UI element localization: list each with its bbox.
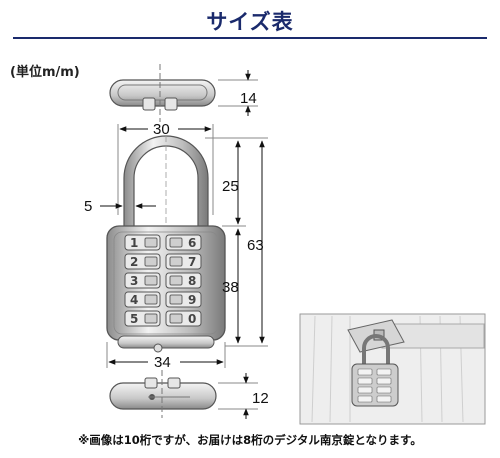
dim-overall-height: 63 [247,237,264,254]
keypad-key: 3 [124,272,161,289]
keypad-key: 4 [124,291,161,308]
dim-body-height: 38 [222,279,239,296]
dim-shackle-diameter: 5 [84,198,92,215]
dim-shackle-height: 25 [222,178,239,195]
svg-text:1: 1 [130,236,138,250]
keypad-key: 8 [165,272,202,289]
svg-text:3: 3 [130,274,138,288]
title-underline [13,37,487,39]
svg-text:4: 4 [130,293,138,307]
dim-bottom-width: 34 [154,354,171,371]
dim-bottom-depth: 12 [252,390,269,407]
keypad-key: 1 [124,234,161,251]
dim-top-depth: 14 [240,90,257,107]
svg-text:6: 6 [188,236,196,250]
page-title: サイズ表 [206,10,294,34]
footnote: ※画像は10桁ですが、お届けは8桁のデジタル南京錠となります。 [78,433,422,447]
svg-text:2: 2 [130,255,138,269]
keypad: 1 6 2 7 3 8 4 [124,234,202,327]
top-view [109,64,258,122]
svg-text:5: 5 [130,312,138,326]
shackle [123,135,209,229]
svg-text:0: 0 [188,312,196,326]
bottom-view [109,370,258,419]
svg-text:8: 8 [188,274,196,288]
vertical-dimension-lines [205,137,268,347]
keypad-key: 2 [124,253,161,270]
keypad-key: 6 [165,234,202,251]
keypad-key: 9 [165,291,202,308]
keypad-key: 5 [124,310,161,327]
unit-label: (単位m/m) [10,65,80,80]
keypad-key: 7 [165,253,202,270]
svg-text:9: 9 [188,293,196,307]
keypad-key: 0 [165,310,202,327]
usage-photo [299,313,486,425]
dim-body-width: 30 [153,121,170,138]
svg-text:7: 7 [188,255,196,269]
